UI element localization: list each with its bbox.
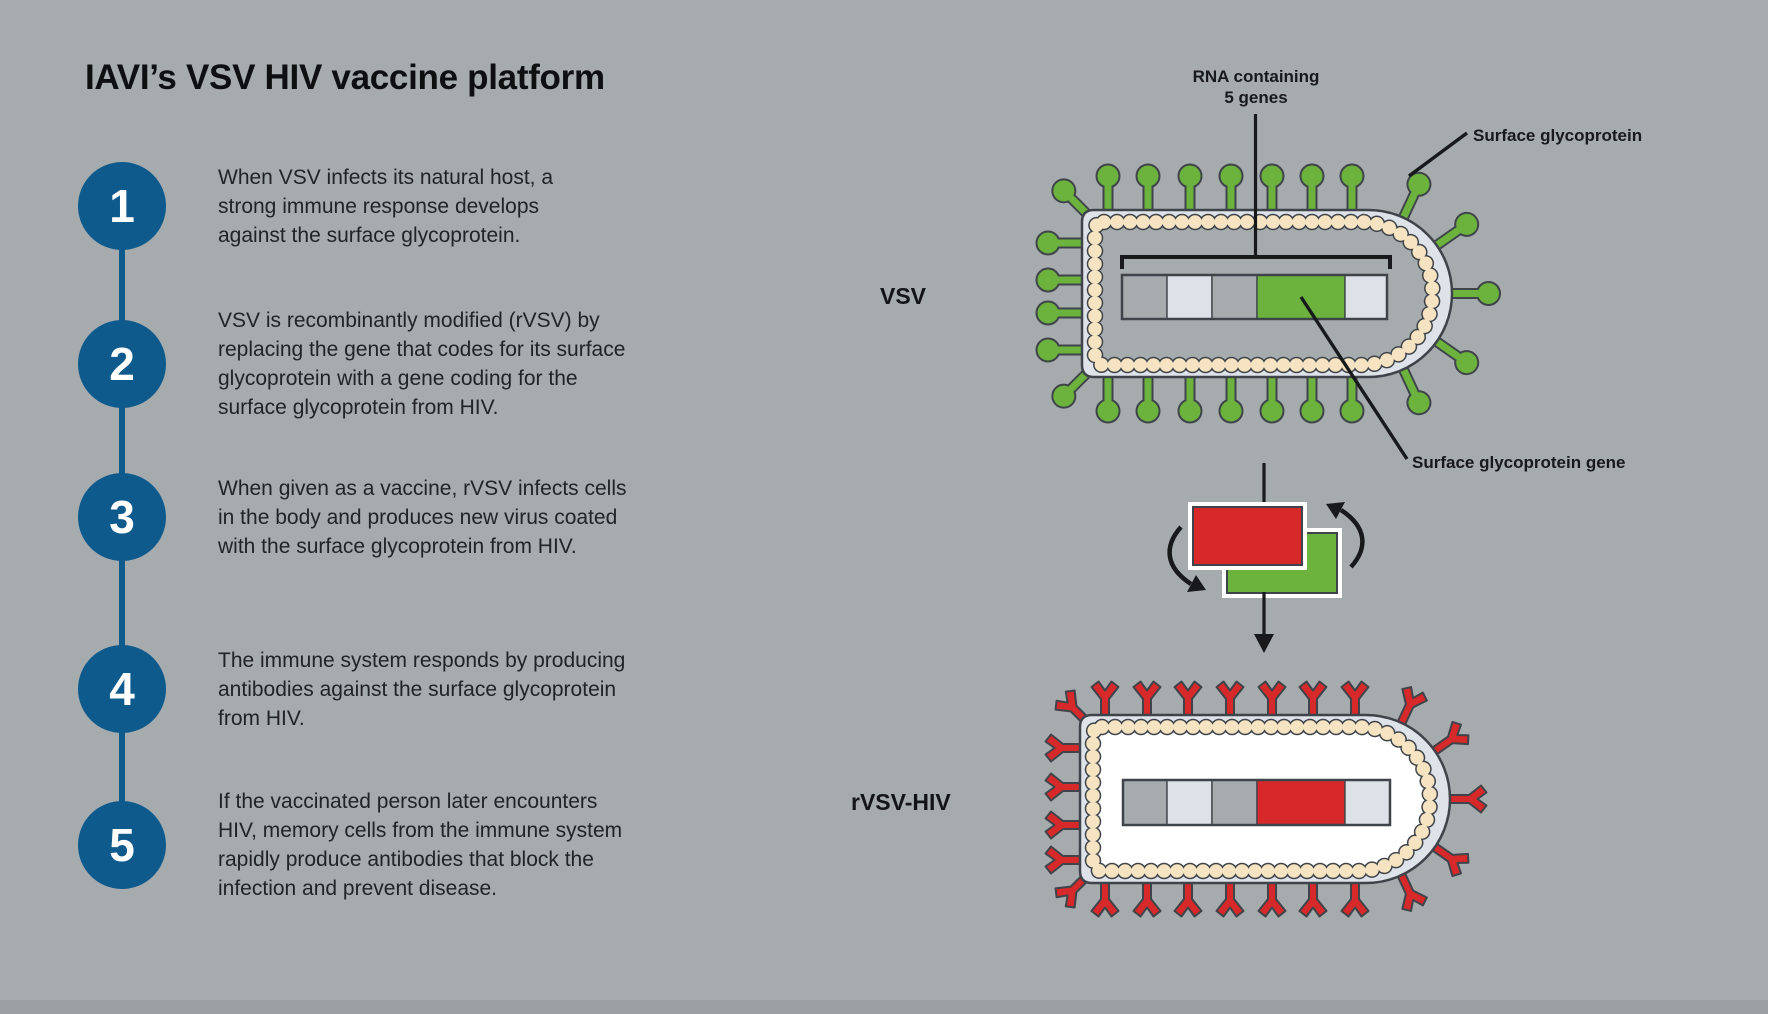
swap-arrow-left [1167, 525, 1206, 592]
step-text-2: VSV is recombinantly modified (rVSV) by … [218, 309, 626, 419]
gene-swap-icon [1167, 463, 1365, 653]
vsv-gene-rectangle [1188, 502, 1307, 570]
step-text-5: If the vaccinated person later encounter… [218, 790, 623, 900]
vsv-label: VSV [880, 283, 927, 309]
step-text-4: The immune system responds by producing … [218, 649, 626, 730]
step-circle-3: 3 [78, 473, 166, 561]
step-number-5: 5 [109, 819, 135, 871]
step-text-1: When VSV infects its natural host, a str… [218, 166, 553, 247]
down-arrow [1254, 592, 1274, 653]
page-title: IAVI’s VSV HIV vaccine platform [85, 58, 605, 97]
step-number-2: 2 [109, 338, 135, 390]
vsv-virus-illustration [1035, 114, 1501, 460]
swap-arrow-right [1326, 502, 1365, 569]
bottom-edge-strip [0, 1000, 1768, 1014]
vsv-genome-bar [1120, 273, 1389, 321]
step-number-4: 4 [109, 663, 135, 715]
step-number-3: 3 [109, 491, 135, 543]
step-circle-4: 4 [78, 645, 166, 733]
rvsv-nucleocapsid-beads-fill [1086, 720, 1437, 878]
surface-glycoprotein-gene-pointer-line [1299, 296, 1409, 460]
surface-glycoprotein-pointer-line [1407, 131, 1469, 178]
surface-glycoprotein-label: Surface glycoprotein [1473, 126, 1643, 145]
rna-containing-label: RNA containing 5 genes [1192, 67, 1320, 107]
step-circle-1: 1 [78, 162, 166, 250]
step-circle-2: 2 [78, 320, 166, 408]
rvsv-hiv-virus-illustration [1044, 680, 1488, 918]
step-text-3: When given as a vaccine, rVSV infects ce… [218, 477, 627, 558]
rvsv-hiv-label: rVSV-HIV [851, 789, 951, 815]
step-number-1: 1 [109, 180, 135, 232]
step-circle-5: 5 [78, 801, 166, 889]
rvsv-hiv-gene-segment [1256, 779, 1346, 826]
vsv-nucleocapsid-beads-fill [1088, 215, 1440, 372]
surface-glycoprotein-gene-label: Surface glycoprotein gene [1412, 453, 1626, 472]
rvsv-genome-bar [1121, 778, 1392, 827]
